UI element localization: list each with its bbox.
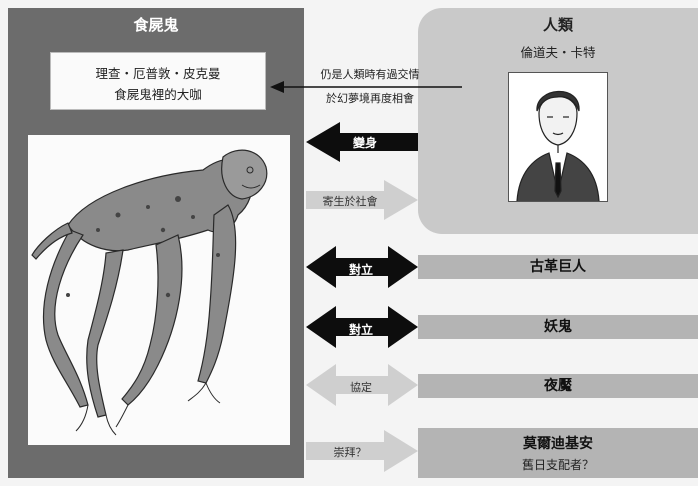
- oppose-arrow-1: [306, 246, 418, 288]
- mordiggian-subtitle: 舊日支配者？: [521, 458, 594, 472]
- mordiggian-name: 莫爾迪基安: [523, 436, 593, 452]
- ghast-band: 妖鬼: [418, 315, 698, 339]
- relation-line2: 於幻夢境再度相會: [326, 92, 414, 105]
- transform-label: 變身: [352, 136, 377, 150]
- oppose-label-1: 對立: [348, 263, 373, 277]
- human-portrait-drawing: [509, 73, 607, 202]
- ghoul-description: 食屍鬼裡的大咖: [114, 87, 202, 102]
- worship-arrow: [306, 430, 418, 472]
- oppose-arrow-2: [306, 306, 418, 348]
- gug-band: 古革巨人: [418, 255, 698, 279]
- worship-label: 崇拜？: [333, 446, 367, 459]
- ghoul-illustration: [28, 135, 290, 445]
- pact-label: 協定: [350, 381, 372, 394]
- human-name: 倫道夫・卡特: [520, 45, 596, 60]
- ghoul-name-box: 理查・厄普敦・皮克曼 食屍鬼裡的大咖: [50, 52, 266, 110]
- parasite-arrow: [306, 180, 418, 220]
- parasite-label: 寄生於社會: [322, 195, 378, 208]
- oppose-label-2: 對立: [348, 323, 373, 337]
- human-portrait: [508, 72, 608, 202]
- pact-arrow: [306, 364, 418, 406]
- mordiggian-band: 莫爾迪基安 舊日支配者？: [418, 428, 698, 478]
- ghoul-illustration-drawing: [31, 149, 268, 436]
- relation-line1: 仍是人類時有過交情: [320, 68, 420, 81]
- nightgaunt-band: 夜魘: [418, 374, 698, 398]
- human-title: 人類: [542, 16, 573, 34]
- ghoul-name: 理查・厄普敦・皮克曼: [95, 66, 221, 81]
- transform-arrow: [306, 122, 418, 162]
- relation-arrow: [270, 81, 462, 93]
- ghoul-title: 食屍鬼: [133, 16, 179, 34]
